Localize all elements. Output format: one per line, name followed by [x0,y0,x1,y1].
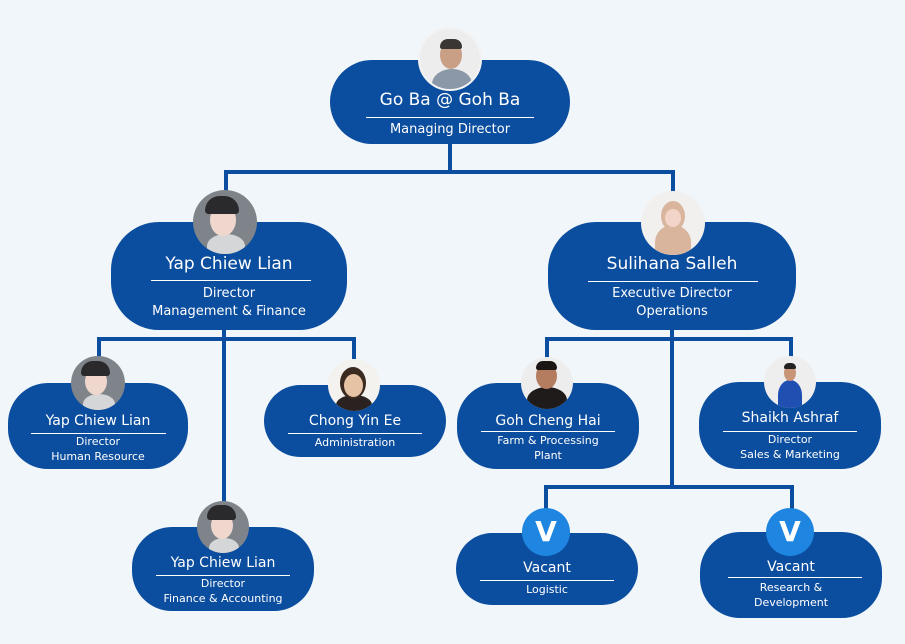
connector-left-horizontal [97,337,356,341]
connector-bottom-horizontal [544,485,794,489]
divider [480,580,614,581]
divider [151,280,311,281]
node-name: Vacant [767,559,815,575]
avatar-photo-icon [328,359,380,411]
connector-to-dir-hr [97,337,101,359]
connector-to-rnd [790,485,794,511]
avatar-photo-icon [71,356,125,410]
avatar-photo-icon [197,501,249,553]
node-role: Managing Director [389,122,511,137]
avatar-photo-icon [641,191,705,255]
node-role: Research & Development [753,581,829,609]
node-name: Vacant [523,560,571,576]
divider [588,281,758,282]
avatar-photo-icon [521,357,573,409]
vacant-badge-icon: V [522,508,570,556]
connector-dir-mf-down [222,328,226,526]
node-name: Shaikh Ashraf [741,410,839,426]
connector-md-down [448,142,452,172]
divider [366,117,534,118]
divider [31,433,166,434]
connector-to-farm [545,337,549,359]
node-name: Yap Chiew Lian [45,413,151,429]
divider [156,575,290,576]
divider [723,431,857,432]
node-role: Logistic [526,583,568,596]
node-director-finance-accounting[interactable]: Yap Chiew Lian Director Finance & Accoun… [132,527,314,611]
avatar-photo-icon [193,190,257,254]
node-role: Executive Director Operations [612,286,732,319]
node-role: Farm & Processing Plant [497,434,599,462]
vacant-badge-icon: V [766,508,814,556]
node-name: Yap Chiew Lian [170,555,276,571]
node-role: Administration [314,436,396,449]
node-role: Director Sales & Marketing [740,433,840,461]
divider [288,433,422,434]
connector-to-logistic [544,485,548,511]
connector-to-exec-ops [671,170,675,194]
node-name: Goh Cheng Hai [495,413,601,429]
node-name: Go Ba @ Goh Ba [379,90,521,110]
avatar-photo-icon [764,356,816,408]
connector-to-dir-mf [224,170,228,194]
divider [728,577,862,578]
node-role: Director Finance & Accounting [163,577,283,605]
connector-right-horizontal [545,337,793,341]
divider [481,431,615,432]
connector-to-admin [352,337,356,359]
connector-to-sales [789,337,793,359]
node-role: Director Management & Finance [152,286,306,319]
connector-exec-ops-down [670,328,674,488]
node-name: Chong Yin Ee [308,413,402,429]
node-name: Yap Chiew Lian [165,254,293,274]
connector-level1-horizontal [224,170,675,174]
node-role: Director Human Resource [51,435,145,463]
avatar-photo-icon [418,27,482,91]
node-name: Sulihana Salleh [606,254,738,274]
